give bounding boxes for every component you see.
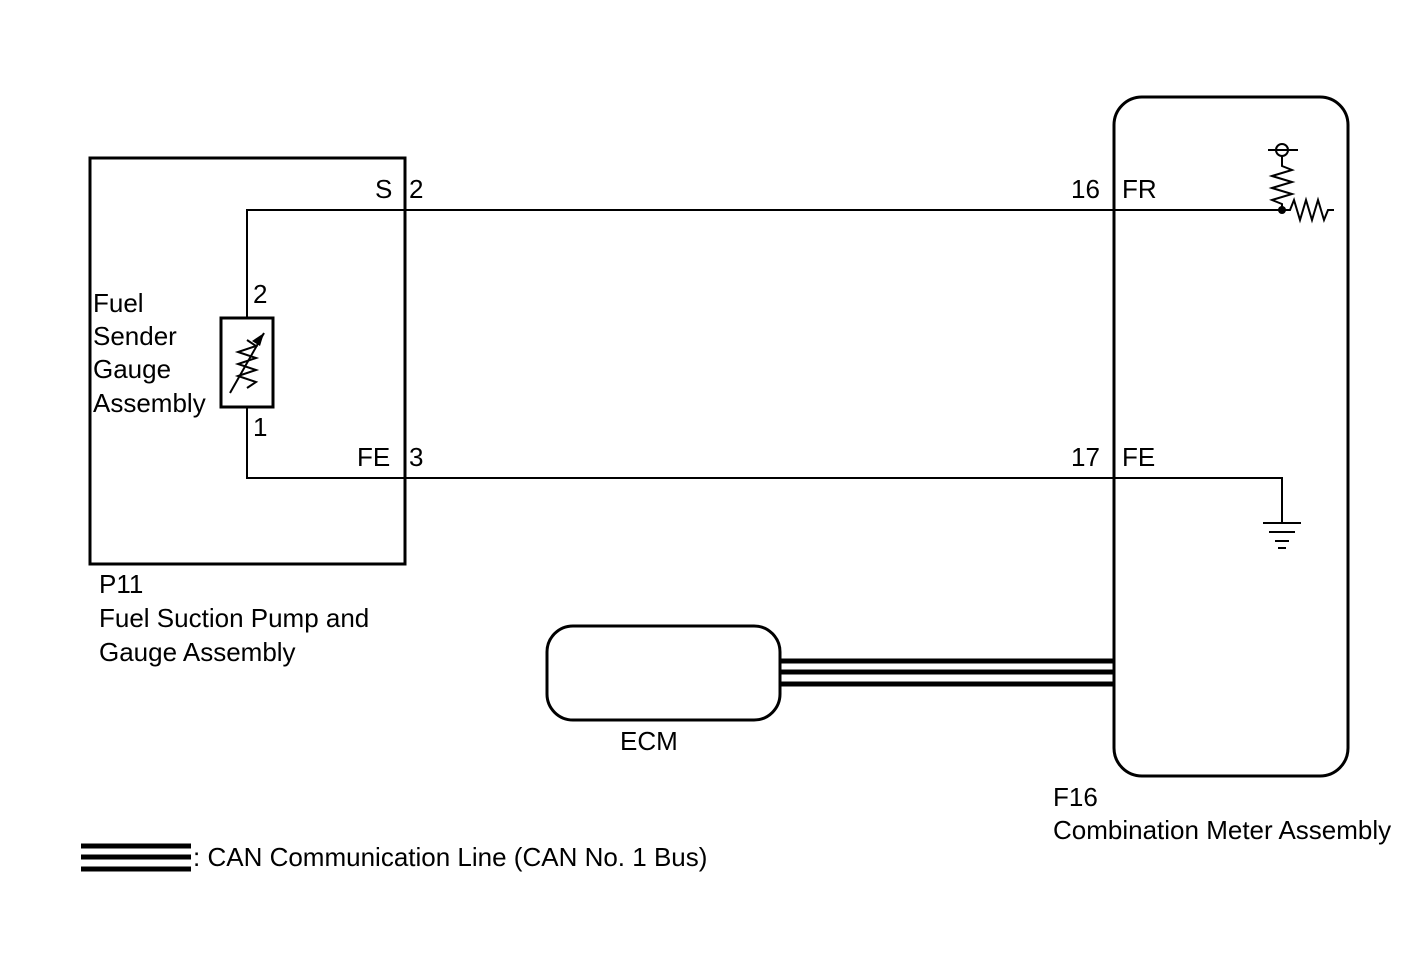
legend: : CAN Communication Line (CAN No. 1 Bus) [81,842,707,872]
pump-assembly: S 2 FE 3 Fuel Sender Gauge Assembly 2 1 [88,156,423,566]
legend-text: : CAN Communication Line (CAN No. 1 Bus) [193,842,707,872]
meter-resistor-horizontal-icon [1282,196,1334,224]
terminal-fe-meter-name: FE [1122,442,1155,472]
pump-code: P11 [99,569,143,599]
meter-name: Combination Meter Assembly [1053,815,1391,845]
sender-label-line3: Gauge [93,354,171,384]
variable-resistor-icon [234,339,260,389]
can-bus [781,658,1114,687]
meter-assembly: 16 FR 17 FE F16 Combination Meter Assemb… [1053,95,1391,845]
terminal-fe-pin: 3 [409,442,423,472]
ecm-box [545,624,782,722]
meter-resistor-vertical-icon [1268,156,1296,210]
ecm-label: ECM [620,726,678,756]
variable-resistor-arrowhead [252,333,264,346]
terminal-s-pin: 2 [409,174,423,204]
pump-name-line1: Fuel Suction Pump and [99,603,369,633]
ground-icon [1263,522,1301,549]
meter-assembly-box [1112,95,1350,778]
wire-fe-to-fe [246,407,1114,479]
terminal-fe-meter-pin: 17 [1071,442,1100,472]
terminal-s-name: S [375,174,392,204]
pump-assembly-box [88,156,407,566]
meter-code: F16 [1053,782,1098,812]
terminal-fr-pin: 16 [1071,174,1100,204]
sender-pin-bottom: 1 [253,412,267,442]
sender-pin-top: 2 [253,279,267,309]
terminal-fe-name: FE [357,442,390,472]
terminal-fr-name: FR [1122,174,1157,204]
sender-label-line1: Fuel [93,288,144,318]
pump-name-line2: Gauge Assembly [99,637,296,667]
ecm: ECM [545,624,782,756]
meter-fe-internal-wire [1114,477,1283,522]
sender-label-line4: Assembly [93,388,206,418]
wire-s-to-fr [246,209,1114,318]
wiring [246,209,1114,479]
sender-label-line2: Sender [93,321,177,351]
